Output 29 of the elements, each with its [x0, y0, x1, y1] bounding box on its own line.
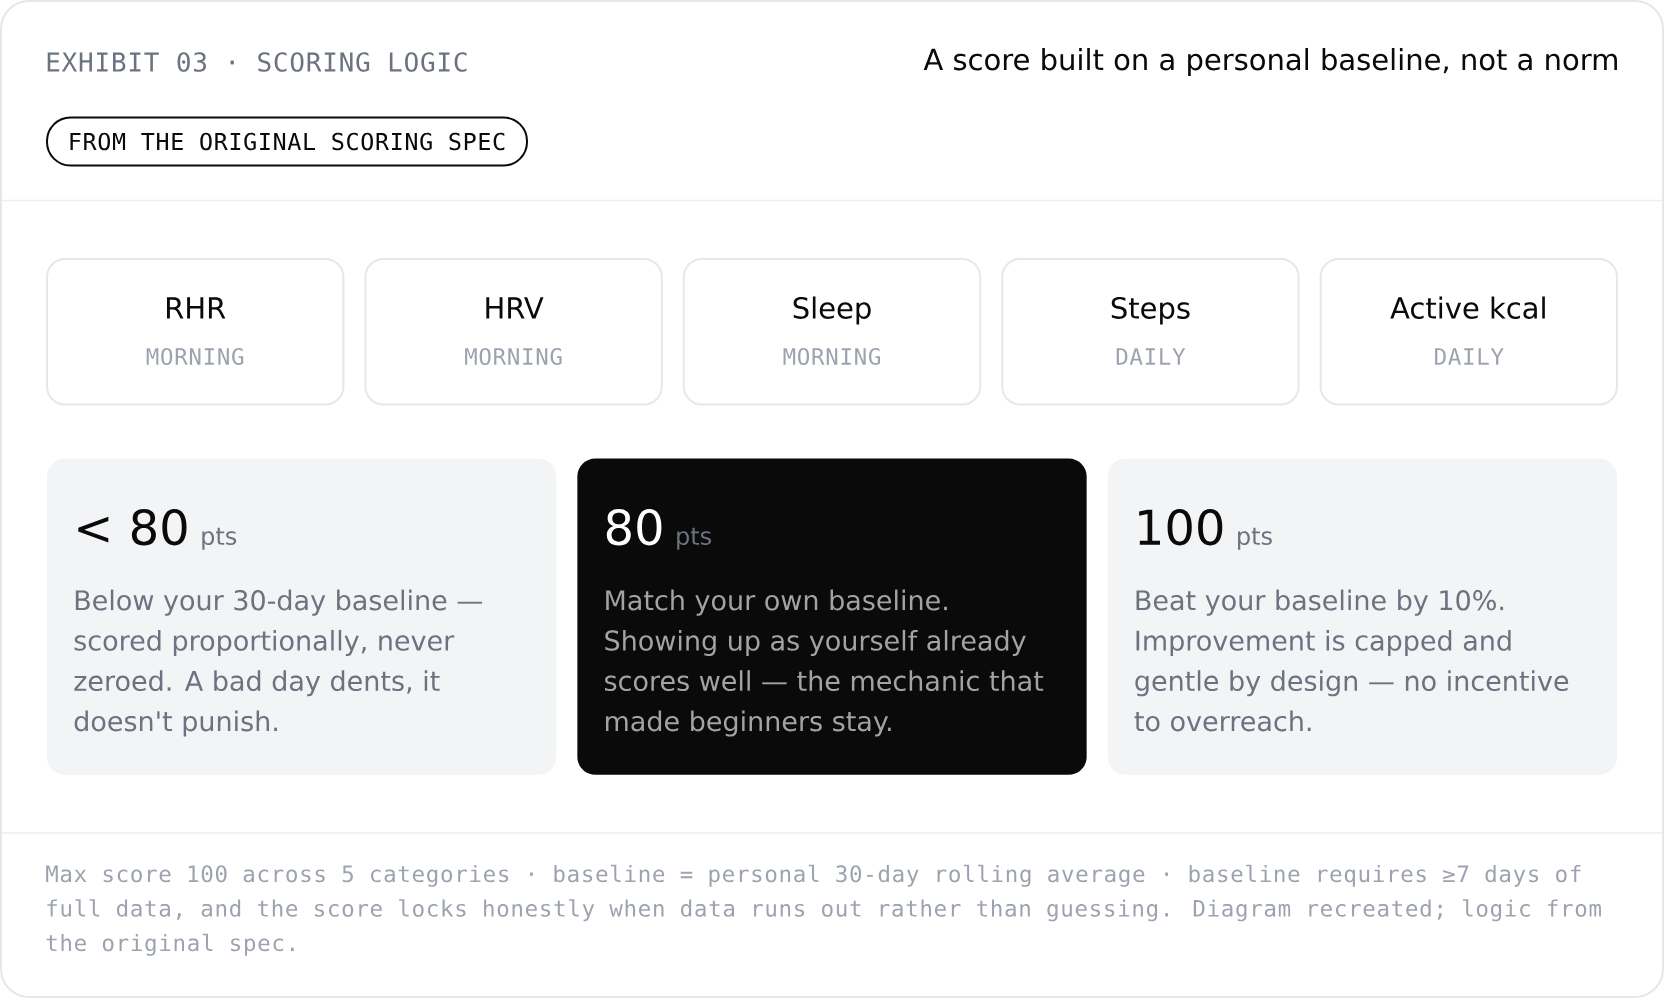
frequency-label: MORNING — [465, 348, 562, 365]
frequency-label: DAILY — [1435, 348, 1504, 365]
metric-card — [682, 258, 982, 406]
caption: Max score 100 across 5 categories · baseline = personal 30-day rolling average · baseline requires ≥7 days of full data, and the score locks honestly when data runs out rather than guessing. Diagram recreated; logic from the original spec. — [46, 864, 1601, 956]
score-value: 80 — [606, 509, 662, 546]
metric-card — [1001, 258, 1300, 406]
description: Below your 30-day baseline — scored proportionally, never zeroed. A bad day dents, it doesn't punish. — [74, 589, 483, 737]
score-value: < 80 — [78, 509, 187, 546]
frequency-label: MORNING — [783, 348, 880, 365]
metric-card — [1319, 258, 1618, 406]
description: Beat your baseline by 10%. Improvement is capped and gentle by design — no incentive to overreach. — [1134, 589, 1569, 732]
title: A score built on a personal baseline, not a norm — [923, 47, 1617, 77]
metric-card — [46, 258, 345, 406]
description: Match your own baseline. Showing up as yourself already scores well — the mechanic that made beginners stay. — [605, 589, 1044, 737]
frequency-label: DAILY — [1116, 348, 1186, 365]
metric-card — [364, 258, 663, 406]
pill-badge: FROM THE ORIGINAL SCORING SPEC — [46, 116, 528, 167]
unit-label: pts — [1238, 527, 1272, 550]
unit-label: pts — [202, 527, 237, 550]
score-value: 100 — [1139, 509, 1223, 546]
metric-name: RHR — [167, 297, 226, 319]
metric-name: Steps — [1111, 297, 1190, 325]
score-card — [577, 458, 1087, 775]
metric-name: HRV — [486, 297, 544, 319]
unit-label: pts — [677, 527, 711, 550]
metric-name: Active kcal — [1390, 296, 1545, 319]
frequency-label: MORNING — [146, 348, 244, 365]
exhibit-label: EXHIBIT 03 · SCORING LOGIC — [47, 52, 467, 72]
metric-name: Sleep — [793, 296, 871, 325]
